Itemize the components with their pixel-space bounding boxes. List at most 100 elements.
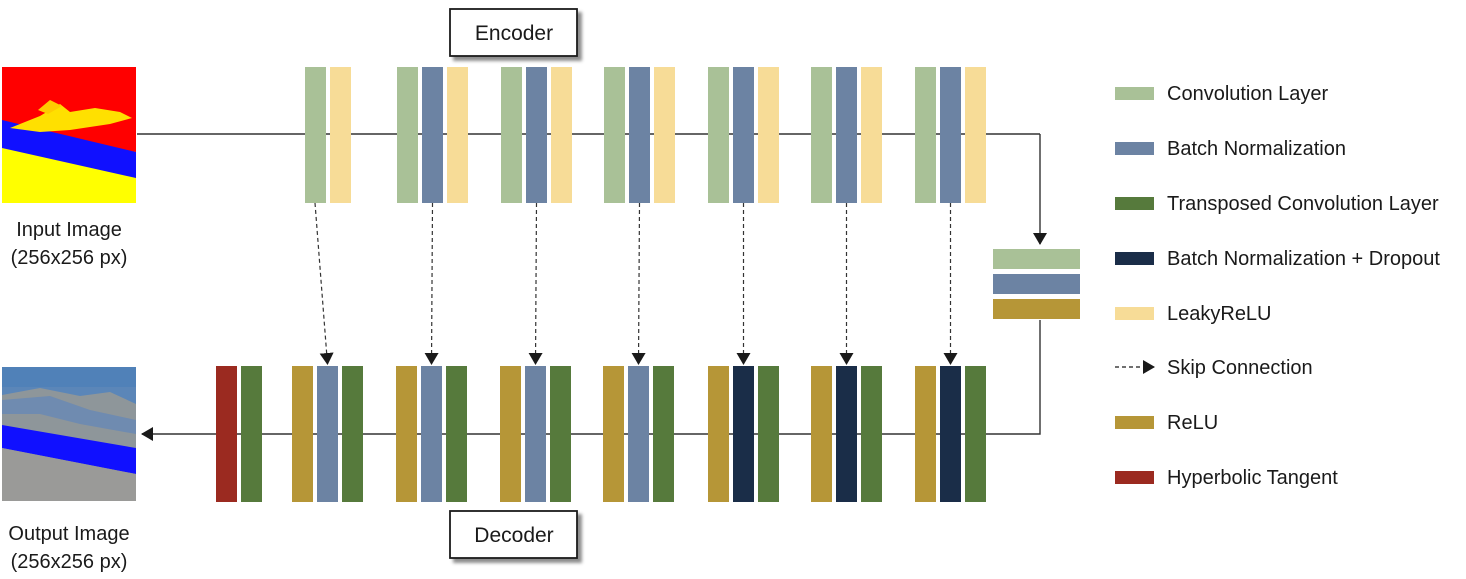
- legend-swatch: [1115, 87, 1154, 100]
- layer-transposed-conv: [241, 366, 262, 502]
- legend-item: ReLU: [1115, 412, 1218, 434]
- layer-leaky-relu: [330, 67, 351, 203]
- legend-swatch: [1115, 142, 1154, 155]
- layer-relu: [811, 366, 832, 502]
- skip-connection-arrow: [314, 202, 334, 365]
- encoder-title: Encoder: [475, 22, 553, 45]
- skip-connection-arrow: [528, 202, 543, 365]
- layer-batch-norm-dropout: [836, 366, 857, 502]
- layer-conv: [811, 67, 832, 203]
- legend-item: Batch Normalization: [1115, 138, 1346, 160]
- legend-item: LeakyReLU: [1115, 303, 1272, 325]
- legend-label: Batch Normalization + Dropout: [1167, 248, 1440, 270]
- layer-transposed-conv: [342, 366, 363, 502]
- layer-batch-norm-dropout: [733, 366, 754, 502]
- layer-relu: [396, 366, 417, 502]
- decoder-block: [811, 366, 882, 502]
- bottleneck-to-decoder-line: [990, 320, 1041, 435]
- layer-conv: [915, 67, 936, 203]
- layer-batch-norm: [940, 67, 961, 203]
- layer-transposed-conv: [861, 366, 882, 502]
- layer-batch-norm: [629, 67, 650, 203]
- bottleneck-block: [993, 249, 1080, 319]
- layer-leaky-relu: [447, 67, 468, 203]
- layer-batch-norm: [836, 67, 857, 203]
- legend-label: Transposed Convolution Layer: [1167, 193, 1439, 215]
- layer-leaky-relu: [758, 67, 779, 203]
- encoder-block: [604, 67, 675, 203]
- legend-item: Batch Normalization + Dropout: [1115, 248, 1440, 270]
- layer-leaky-relu: [654, 67, 675, 203]
- legend-label: Hyperbolic Tangent: [1167, 467, 1338, 489]
- legend-item: Transposed Convolution Layer: [1115, 193, 1439, 215]
- legend-item: Hyperbolic Tangent: [1115, 467, 1338, 489]
- layer-batch-norm: [317, 366, 338, 502]
- layer-relu: [292, 366, 313, 502]
- decoder-block: [708, 366, 779, 502]
- layer-transposed-conv: [446, 366, 467, 502]
- layer-transposed-conv: [758, 366, 779, 502]
- decoder-block: [500, 366, 571, 502]
- legend-swatch: [1115, 197, 1154, 210]
- layer-leaky-relu: [965, 67, 986, 203]
- layer-conv: [305, 67, 326, 203]
- skip-connection-arrow: [424, 202, 439, 365]
- legend-swatch: [1115, 416, 1154, 429]
- input-image-label-line1: Input Image: [16, 219, 122, 241]
- layer-leaky-relu: [551, 67, 572, 203]
- encoder-blocks: [305, 67, 986, 203]
- encoder-title-box: Encoder: [449, 8, 578, 57]
- layer-relu: [915, 366, 936, 502]
- legend-label: ReLU: [1167, 412, 1218, 434]
- legend-swatch: [1115, 307, 1154, 320]
- layer-transposed-conv: [550, 366, 571, 502]
- decoder-block: [603, 366, 674, 502]
- layer-transposed-conv: [965, 366, 986, 502]
- encoder-block: [397, 67, 468, 203]
- layer-tanh: [216, 366, 237, 502]
- encoder-block: [305, 67, 351, 203]
- legend-item: Convolution Layer: [1115, 83, 1329, 105]
- layer-relu: [500, 366, 521, 502]
- layer-batch-norm: [628, 366, 649, 502]
- layer-batch-norm: [526, 67, 547, 203]
- encoder-block: [501, 67, 572, 203]
- decoder-block: [915, 366, 986, 502]
- legend-item: Skip Connection: [1115, 357, 1313, 379]
- layer-conv: [993, 249, 1080, 269]
- legend-swatch: [1115, 471, 1154, 484]
- flow-lines: [137, 133, 1047, 441]
- output-block: [216, 366, 262, 502]
- legend-label: LeakyReLU: [1167, 303, 1272, 325]
- output-image-label-line1: Output Image: [8, 523, 129, 545]
- layer-batch-norm: [421, 366, 442, 502]
- output-image: [2, 367, 136, 501]
- skip-connections: [314, 202, 958, 365]
- layer-relu: [603, 366, 624, 502]
- encoder-block: [708, 67, 779, 203]
- layer-leaky-relu: [861, 67, 882, 203]
- layer-batch-norm: [422, 67, 443, 203]
- output-image-label-line2: (256x256 px): [11, 551, 128, 573]
- layer-batch-norm: [993, 274, 1080, 294]
- decoder-block: [396, 366, 467, 502]
- legend-label: Skip Connection: [1167, 357, 1313, 379]
- decoder-block: [292, 366, 363, 502]
- skip-connection-arrow: [631, 202, 646, 365]
- decoder-title-box: Decoder: [449, 510, 578, 559]
- encoder-block: [811, 67, 882, 203]
- layer-relu: [708, 366, 729, 502]
- layer-conv: [604, 67, 625, 203]
- legend-label: Batch Normalization: [1167, 138, 1346, 160]
- layer-batch-norm-dropout: [940, 366, 961, 502]
- layer-batch-norm: [525, 366, 546, 502]
- layer-conv: [708, 67, 729, 203]
- decoder-title: Decoder: [474, 524, 553, 547]
- layer-conv: [501, 67, 522, 203]
- legend-label: Convolution Layer: [1167, 83, 1329, 105]
- decoder-blocks: [292, 366, 986, 502]
- legend-swatch: [1115, 252, 1154, 265]
- layer-batch-norm: [733, 67, 754, 203]
